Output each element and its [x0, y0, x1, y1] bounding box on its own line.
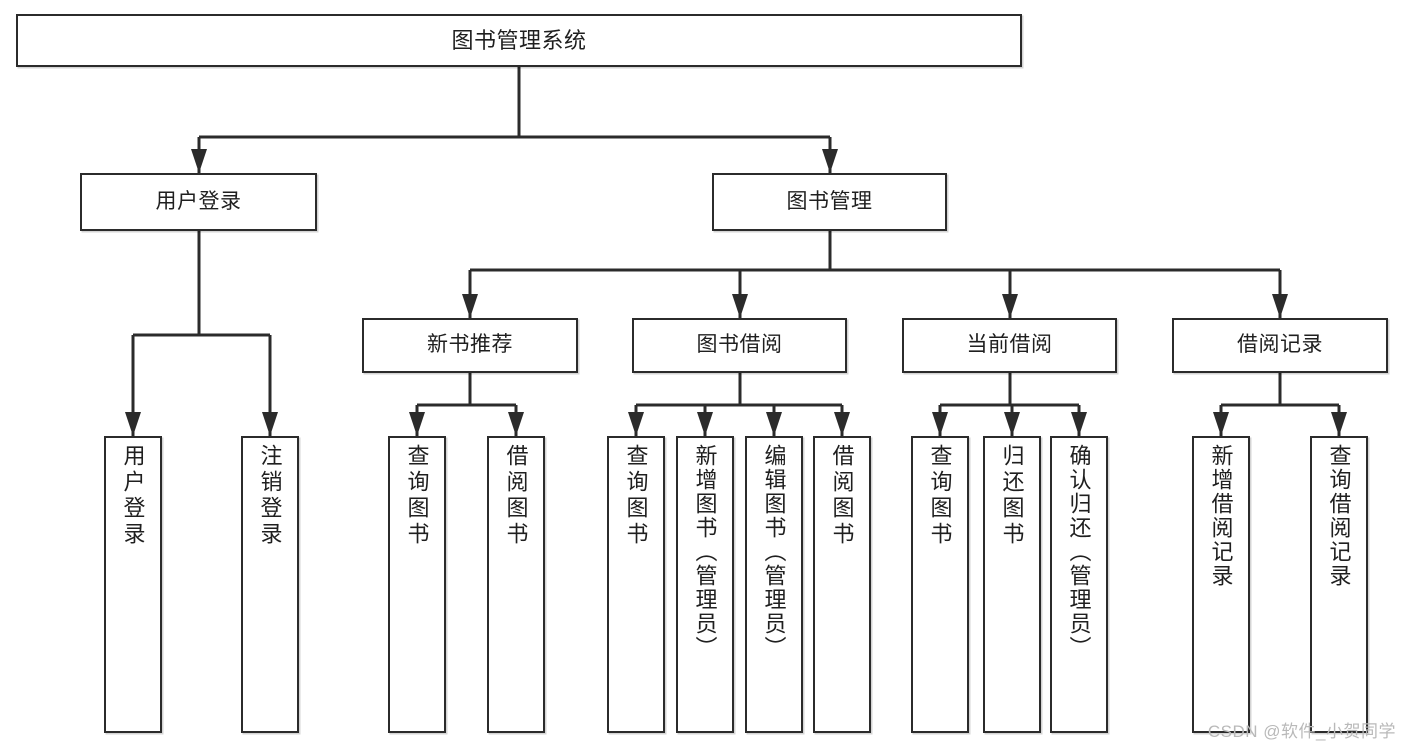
node-label: 注销登录: [257, 444, 283, 548]
node-l6[interactable]: 新增图书（管理员）: [676, 436, 734, 733]
node-label: 图书管理系统: [451, 27, 587, 53]
node-label: 确认归还（管理员）: [1066, 444, 1092, 660]
node-label: 查询图书: [623, 444, 649, 548]
node-label: 借阅记录: [1237, 333, 1323, 357]
node-label: 查询图书: [404, 444, 430, 548]
node-l13[interactable]: 查询借阅记录: [1310, 436, 1368, 733]
node-l7[interactable]: 编辑图书（管理员）: [745, 436, 803, 733]
node-label: 借阅图书: [503, 444, 529, 548]
node-label: 查询图书: [927, 444, 953, 548]
node-label: 图书借阅: [696, 333, 783, 357]
node-newbook[interactable]: 新书推荐: [362, 318, 578, 373]
node-l12[interactable]: 新增借阅记录: [1192, 436, 1250, 733]
node-l11[interactable]: 确认归还（管理员）: [1050, 436, 1108, 733]
node-l10[interactable]: 归还图书: [983, 436, 1041, 733]
node-l1[interactable]: 用户登录: [104, 436, 162, 733]
node-label: 归还图书: [999, 444, 1025, 548]
node-label: 查询借阅记录: [1326, 444, 1352, 588]
node-borrow[interactable]: 图书借阅: [632, 318, 847, 373]
node-l9[interactable]: 查询图书: [911, 436, 969, 733]
node-label: 编辑图书（管理员）: [761, 444, 787, 660]
node-label: 当前借阅: [966, 333, 1053, 357]
node-l4[interactable]: 借阅图书: [487, 436, 545, 733]
node-label: 用户登录: [120, 444, 146, 548]
node-l2[interactable]: 注销登录: [241, 436, 299, 733]
node-label: 图书管理: [786, 189, 873, 213]
node-label: 借阅图书: [829, 444, 855, 548]
node-l8[interactable]: 借阅图书: [813, 436, 871, 733]
node-label: 新书推荐: [427, 333, 513, 357]
node-label: 新增图书（管理员）: [692, 444, 718, 660]
node-current[interactable]: 当前借阅: [902, 318, 1117, 373]
node-login[interactable]: 用户登录: [80, 173, 317, 231]
node-bookmgmt[interactable]: 图书管理: [712, 173, 947, 231]
node-root[interactable]: 图书管理系统: [16, 14, 1022, 67]
watermark: CSDN @软件_小贺同学: [1207, 722, 1396, 741]
node-label: 新增借阅记录: [1208, 444, 1234, 588]
node-records[interactable]: 借阅记录: [1172, 318, 1388, 373]
node-l5[interactable]: 查询图书: [607, 436, 665, 733]
node-label: 用户登录: [155, 189, 242, 213]
node-l3[interactable]: 查询图书: [388, 436, 446, 733]
